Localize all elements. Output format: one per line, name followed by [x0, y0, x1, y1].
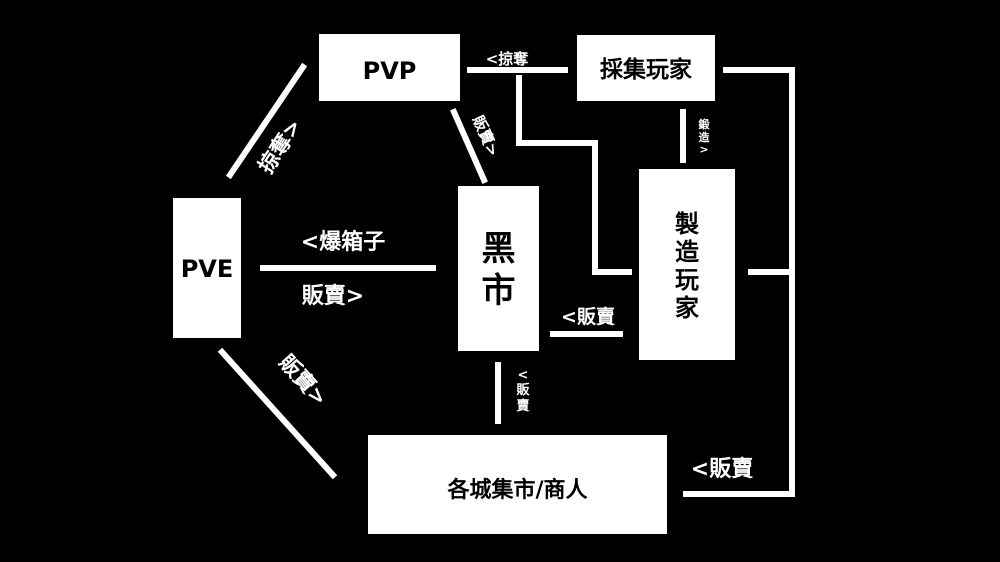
edge-label-city-black-market-1: <	[518, 368, 529, 383]
node-crafter: 製 造 玩 家	[639, 169, 735, 360]
edge-label-city-black-market-2: 販	[516, 382, 530, 398]
node-city-market-label: 各城集市/商人	[446, 477, 587, 503]
node-pve: PVE	[173, 198, 241, 338]
node-city-market: 各城集市/商人	[368, 435, 667, 534]
node-pve-label: PVE	[181, 255, 234, 283]
node-city-market-box	[368, 435, 667, 534]
line-gatherer-crafter-route	[516, 75, 632, 275]
node-crafter-label-4: 家	[675, 294, 699, 322]
edge-label-black-market-pve: <爆箱子	[301, 229, 385, 255]
node-black-market: 黑 市	[458, 186, 539, 351]
edge-label-pve-black-market: 販賣>	[302, 284, 364, 309]
node-pvp-box	[319, 34, 460, 101]
node-pvp: PVP	[319, 34, 460, 101]
node-gatherer-label: 採集玩家	[600, 56, 692, 83]
node-gatherer: 採集玩家	[577, 35, 715, 101]
node-gatherer-box	[577, 35, 715, 101]
node-pve-box	[173, 198, 241, 338]
line-pve-pvp	[225, 62, 308, 180]
node-black-market-box	[458, 186, 539, 351]
edge-label-gatherer-pvp: <掠奪	[486, 50, 530, 68]
edge-label-gatherer-crafter-1: 鍛	[699, 117, 711, 131]
line-pve-city	[217, 347, 338, 480]
node-crafter-label-2: 造	[675, 238, 699, 266]
edge-label-gatherer-crafter-3: >	[699, 143, 708, 156]
edge-label-pve-city: 販賣>	[274, 350, 332, 410]
line-right-bracket	[683, 67, 795, 497]
node-black-market-label-bottom: 市	[482, 271, 516, 311]
node-black-market-label-top: 黑	[482, 229, 516, 269]
node-crafter-box	[639, 169, 735, 360]
connector-lines	[217, 62, 795, 497]
edge-label-city-black-market-3: 賣	[516, 398, 530, 414]
node-pvp-label: PVP	[363, 57, 417, 85]
node-crafter-label-3: 玩	[675, 266, 699, 294]
edge-label-crafter-black-market: <販賣	[561, 305, 616, 328]
edge-label-gatherer-crafter-2: 造	[699, 130, 711, 144]
node-crafter-label-1: 製	[675, 210, 699, 238]
line-pvp-black-market	[450, 108, 488, 184]
edge-label-crafter-city: <販賣	[691, 457, 754, 482]
